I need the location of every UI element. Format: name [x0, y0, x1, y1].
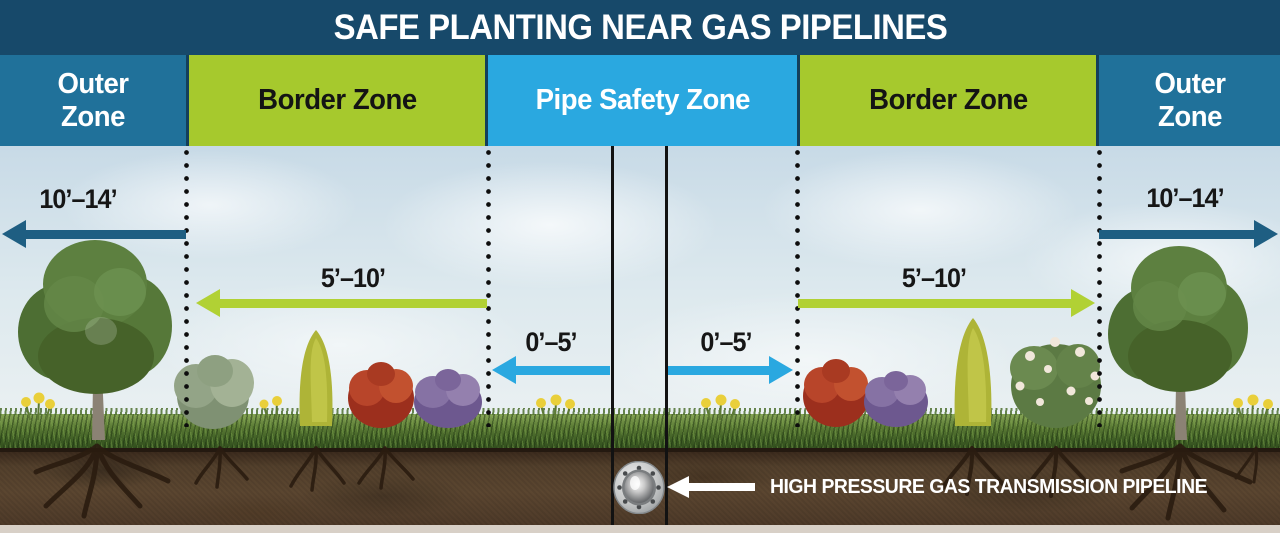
pipe-left-range-arrow	[492, 356, 610, 384]
white-flowering-shrub	[1010, 337, 1101, 428]
red-bush	[803, 359, 869, 427]
zone-pipe-safety: Pipe Safety Zone	[488, 55, 797, 146]
outer-left-range-label: 10’–14’	[39, 184, 117, 214]
purple-bush	[414, 369, 482, 428]
zone-label: Pipe Safety Zone	[535, 84, 750, 117]
infographic-title: SAFE PLANTING NEAR GAS PIPELINES	[333, 7, 947, 47]
yellow-columnar-shrub	[954, 318, 992, 426]
pipeline-marker-line-left	[611, 146, 614, 525]
border-right-range-arrow	[798, 289, 1095, 317]
outer-left-range-arrow	[2, 220, 186, 248]
pipeline-callout-label: HIGH PRESSURE GAS TRANSMISSION PIPELINE	[770, 476, 1208, 498]
title-banner: SAFE PLANTING NEAR GAS PIPELINES	[0, 0, 1280, 55]
zone-label: Border Zone	[868, 84, 1028, 117]
zone-boundary-dotted-line-2	[486, 146, 491, 427]
zone-outer-left: Outer Zone	[0, 55, 186, 146]
wildflowers	[21, 392, 1273, 421]
ground-base-strip	[0, 525, 1280, 533]
outer-right-range-arrow	[1099, 220, 1278, 248]
border-left-range-arrow	[196, 289, 487, 317]
border-left-range-label: 5’–10’	[320, 263, 386, 293]
purple-bush	[864, 371, 928, 427]
pipe-left-range-label: 0’–5’	[525, 327, 577, 357]
pipe-right-range-arrow	[668, 356, 793, 384]
zone-outer-right: Outer Zone	[1099, 55, 1280, 146]
root-systems	[33, 443, 1259, 521]
zone-boundary-dotted-line-4	[1097, 146, 1102, 427]
callout-arrow-icon	[667, 476, 755, 498]
zone-label: Outer Zone	[57, 68, 129, 133]
outer-right-range-label: 10’–14’	[1146, 183, 1224, 213]
pipe-right-range-label: 0’–5’	[700, 327, 752, 357]
pipeline-flange-icon	[613, 461, 665, 514]
cloud	[60, 150, 360, 260]
right-tree	[1108, 246, 1248, 440]
border-right-range-label: 5’–10’	[901, 263, 967, 293]
left-tree	[18, 240, 172, 440]
zone-boundary-dotted-line-1	[184, 146, 189, 427]
pipeline-marker-line-right	[665, 146, 668, 525]
zone-border-right: Border Zone	[797, 55, 1099, 146]
cloud	[380, 160, 720, 290]
zone-header-bar: Outer Zone Border Zone Pipe Safety Zone …	[0, 55, 1280, 146]
zone-boundary-dotted-line-3	[795, 146, 800, 427]
zone-label: Border Zone	[257, 84, 417, 117]
yellow-columnar-shrub	[299, 330, 333, 426]
zone-border-left: Border Zone	[186, 55, 488, 146]
zone-label: Outer Zone	[1153, 68, 1226, 133]
red-bush	[348, 362, 414, 428]
